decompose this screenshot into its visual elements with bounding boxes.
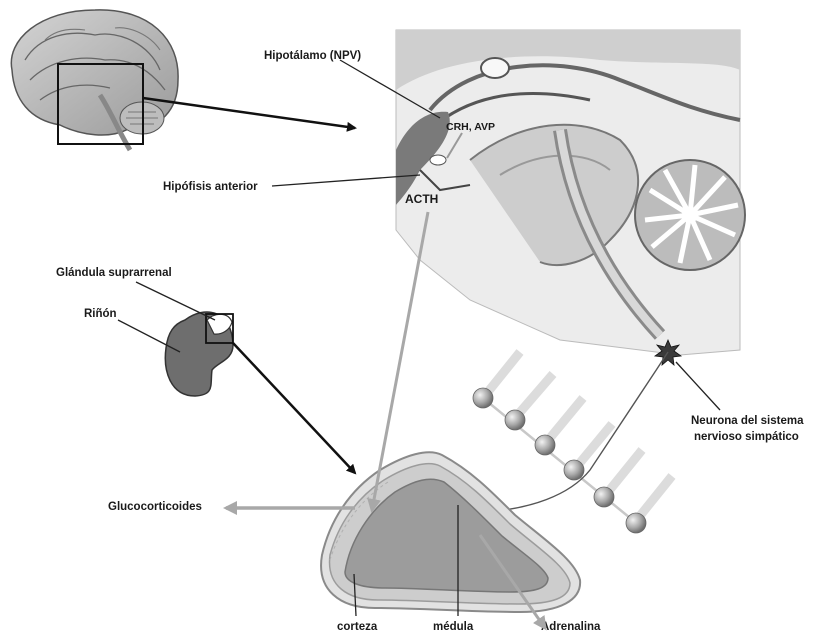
neuron-leader [676,362,720,410]
ganglion-sphere [564,460,584,480]
ganglion-sphere [505,410,525,430]
cerebellum [635,160,745,270]
kidney-label: Riñón [84,308,117,320]
adrenal-section [321,452,580,612]
brain-section-image [396,30,745,355]
zoom-arrow-brain [143,98,355,128]
crh-avp-label: CRH, AVP [446,121,495,133]
medulla-label: médula [433,621,474,633]
sympathetic-fiber [480,352,668,512]
ganglion-sphere [594,487,614,507]
zoom-arrow-adrenal [233,343,355,473]
adrenal-leader [136,282,215,320]
adrenaline-label: Adrenalina [541,621,601,633]
cortex-label: corteza [337,621,378,633]
kidney-icon [165,312,233,396]
ganglion-sphere [473,388,493,408]
brain-sagittal-icon [11,10,178,150]
neuron-label-line1: Neurona del sistema [691,415,804,427]
anterior-pituitary-label: Hipófisis anterior [163,181,258,193]
ganglion-sphere [626,513,646,533]
adrenal-gland-label: Glándula suprarrenal [56,267,172,279]
acth-label: ACTH [405,192,438,206]
ganglion-sphere [535,435,555,455]
neuron-label-line2: nervioso simpático [694,431,799,443]
glucocorticoids-label: Glucocorticoides [108,501,202,513]
hypothalamus-label: Hipotálamo (NPV) [264,50,361,62]
